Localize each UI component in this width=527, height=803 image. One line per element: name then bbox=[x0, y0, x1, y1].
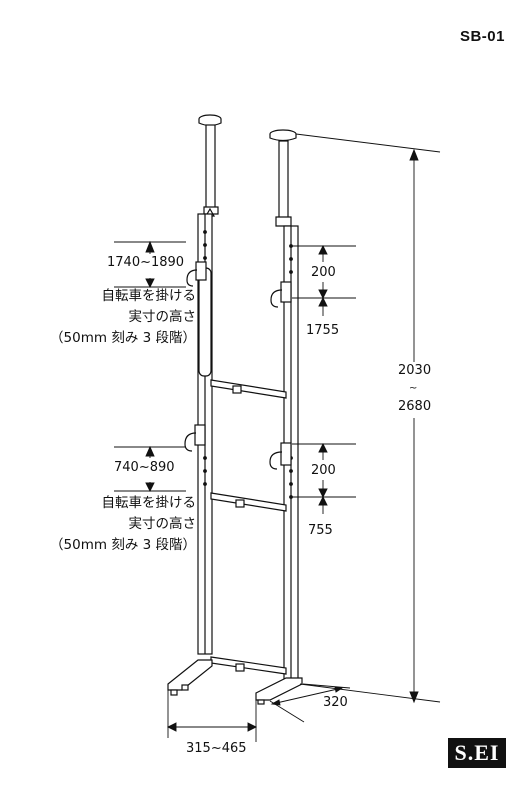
upper-note-line-3: （50mm 刻み 3 段階） bbox=[50, 330, 196, 346]
right-pole bbox=[269, 129, 299, 685]
total-height-max-label: 2680 bbox=[398, 399, 432, 414]
lower-height-note: 自転車を掛ける 実寸の高さ （50mm 刻み 3 段階） bbox=[50, 493, 196, 556]
base-width-label: 315~465 bbox=[186, 741, 247, 756]
upper-adjust-step-label: 200 bbox=[311, 265, 336, 280]
lower-note-line-3: （50mm 刻み 3 段階） bbox=[50, 537, 196, 553]
left-pole bbox=[184, 114, 222, 655]
base-depth-label: 320 bbox=[323, 695, 348, 710]
upper-note-line-2: 実寸の高さ bbox=[128, 309, 197, 325]
model-code: SB-01 bbox=[459, 28, 505, 45]
lower-hook-range-label: 740~890 bbox=[114, 460, 175, 475]
lower-note-line-2: 実寸の高さ bbox=[128, 516, 197, 532]
total-height-sep-label: ~ bbox=[409, 383, 418, 394]
lower-adjust-step-label: 200 bbox=[311, 463, 336, 478]
total-height-min-label: 2030 bbox=[398, 363, 432, 378]
upper-note-line-1: 自転車を掛ける bbox=[101, 288, 197, 304]
lower-note-line-1: 自転車を掛ける bbox=[101, 495, 197, 511]
brand-logo: S.EI bbox=[448, 738, 506, 768]
cross-bars bbox=[210, 379, 287, 675]
upper-hook-range-label: 1740~1890 bbox=[107, 255, 185, 270]
upper-height-note: 自転車を掛ける 実寸の高さ （50mm 刻み 3 段階） bbox=[50, 286, 196, 349]
lower-right-height-label: 755 bbox=[308, 523, 333, 538]
dimension-lines bbox=[114, 133, 441, 742]
upper-right-height-label: 1755 bbox=[306, 323, 340, 338]
base-feet bbox=[167, 659, 303, 705]
